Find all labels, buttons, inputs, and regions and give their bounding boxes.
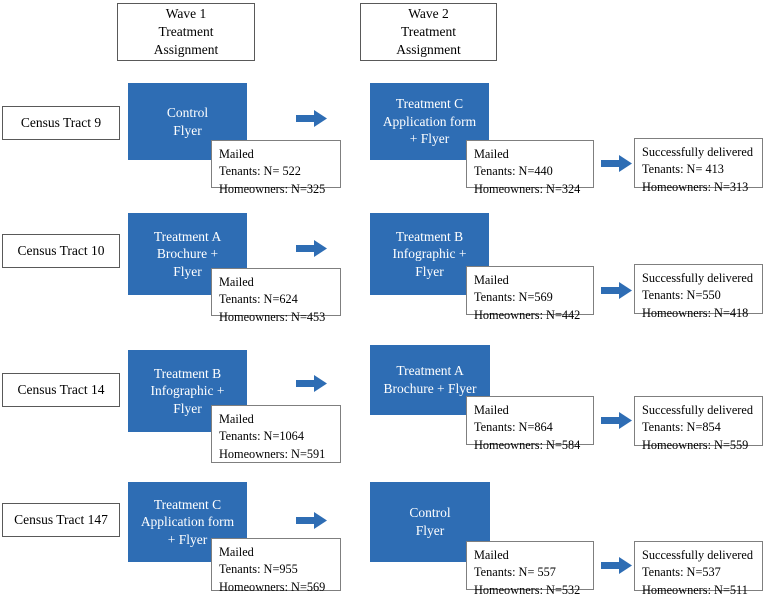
wave2-mailed-box-row-2: Mailed Tenants: N=569 Homeowners: N=442 bbox=[466, 266, 594, 322]
wave1-treatment-line-2-row-4: Application form bbox=[140, 514, 235, 530]
delivered-box-row-2: Successfully delivered Tenants: N=550 Ho… bbox=[634, 264, 763, 320]
wave1-mailed-title-row-4: Mailed bbox=[219, 545, 254, 559]
delivered-homeowners-row-1: Homeowners: N=313 bbox=[642, 179, 749, 194]
wave1-mailed-tenants-row-1: Tenants: N= 522 bbox=[219, 164, 301, 179]
arrow-wave1-to-wave2-row-3 bbox=[296, 375, 327, 392]
delivered-box-row-4: Successfully delivered Tenants: N=537 Ho… bbox=[634, 541, 763, 595]
wave1-mailed-homeowners-row-1: Homeowners: N=325 bbox=[219, 181, 326, 196]
wave1-treatment-line-2-row-1: Flyer bbox=[173, 122, 202, 138]
wave2-treatment-line-2-row-4: Flyer bbox=[415, 523, 445, 538]
wave1-mailed-homeowners-row-4: Homeowners: N=569 bbox=[219, 579, 326, 594]
wave2-mailed-tenants-row-4: Tenants: N= 557 bbox=[474, 565, 556, 580]
wave2-header-line-3: Assignment bbox=[396, 41, 461, 57]
arrow-mailed-to-delivered-row-2 bbox=[601, 282, 632, 299]
wave2-mailed-homeowners-row-2: Homeowners: N=442 bbox=[474, 307, 581, 322]
wave1-treatment-line-3-row-3: Flyer bbox=[173, 400, 202, 416]
wave1-mailed-tenants-row-4: Tenants: N=955 bbox=[219, 562, 298, 577]
wave2-mailed-homeowners-row-3: Homeowners: N=584 bbox=[474, 437, 581, 452]
wave2-mailed-box-row-1: Mailed Tenants: N=440 Homeowners: N=324 bbox=[466, 140, 594, 196]
wave2-mailed-title-row-4: Mailed bbox=[474, 548, 509, 562]
wave1-header-line-3: Assignment bbox=[153, 41, 219, 57]
wave1-treatment-box-row-2: Treatment A Brochure + Flyer bbox=[128, 213, 247, 295]
wave1-mailed-box-row-1: Mailed Tenants: N= 522 Homeowners: N=325 bbox=[211, 140, 341, 196]
wave1-mailed-box-row-3: Mailed Tenants: N=1064 Homeowners: N=591 bbox=[211, 405, 341, 463]
delivered-homeowners-row-4: Homeowners: N=511 bbox=[642, 582, 748, 595]
delivered-tenants-row-2: Tenants: N=550 bbox=[642, 288, 721, 303]
delivered-tenants-row-1: Tenants: N= 413 bbox=[642, 162, 724, 177]
wave1-treatment-line-1-row-1: Control bbox=[166, 104, 209, 120]
arrow-wave1-to-wave2-row-4 bbox=[296, 512, 327, 529]
wave2-mailed-box-row-3: Mailed Tenants: N=864 Homeowners: N=584 bbox=[466, 396, 594, 452]
arrow-wave1-to-wave2-row-1 bbox=[296, 110, 327, 127]
tract-label-row-4: Census Tract 147 bbox=[14, 512, 108, 527]
arrow-mailed-to-delivered-row-4 bbox=[601, 557, 632, 574]
wave2-header-line-2: Treatment bbox=[401, 24, 456, 40]
wave2-mailed-title-row-3: Mailed bbox=[474, 403, 509, 417]
wave1-treatment-line-2-row-2: Brochure + bbox=[156, 246, 219, 262]
tract-box-row-3: Census Tract 14 bbox=[2, 373, 120, 407]
wave1-treatment-line-2-row-3: Infographic + bbox=[150, 383, 225, 399]
wave2-mailed-homeowners-row-1: Homeowners: N=324 bbox=[474, 181, 581, 196]
wave1-treatment-line-1-row-2: Treatment A bbox=[153, 228, 222, 244]
delivered-title-row-3: Successfully delivered bbox=[642, 403, 753, 417]
wave2-header-line-1: Wave 2 bbox=[408, 6, 449, 22]
tract-label-row-1: Census Tract 9 bbox=[20, 115, 102, 130]
tract-box-row-2: Census Tract 10 bbox=[2, 234, 120, 268]
wave2-mailed-tenants-row-3: Tenants: N=864 bbox=[474, 420, 553, 435]
wave1-mailed-title-row-2: Mailed bbox=[219, 275, 254, 289]
delivered-title-row-1: Successfully delivered bbox=[642, 145, 753, 159]
wave2-treatment-line-2-row-1: Application form bbox=[382, 113, 477, 129]
arrow-mailed-to-delivered-row-3 bbox=[601, 412, 632, 429]
wave1-mailed-tenants-row-3: Tenants: N=1064 bbox=[219, 429, 304, 444]
wave2-mailed-title-row-1: Mailed bbox=[474, 147, 509, 161]
delivered-title-row-4: Successfully delivered bbox=[642, 548, 753, 562]
wave1-mailed-homeowners-row-2: Homeowners: N=453 bbox=[219, 309, 326, 324]
wave1-treatment-line-1-row-3: Treatment B bbox=[153, 365, 222, 381]
wave1-mailed-title-row-1: Mailed bbox=[219, 147, 254, 161]
wave1-treatment-line-3-row-2: Flyer bbox=[173, 263, 202, 279]
wave2-treatment-line-1-row-2: Treatment B bbox=[395, 228, 464, 244]
wave2-treatment-line-1-row-3: Treatment A bbox=[396, 363, 464, 379]
wave1-mailed-tenants-row-2: Tenants: N=624 bbox=[219, 292, 298, 307]
wave1-mailed-box-row-2: Mailed Tenants: N=624 Homeowners: N=453 bbox=[211, 268, 341, 324]
tract-box-row-1: Census Tract 9 bbox=[2, 106, 120, 140]
wave2-mailed-title-row-2: Mailed bbox=[474, 273, 509, 287]
delivered-homeowners-row-2: Homeowners: N=418 bbox=[642, 305, 749, 320]
wave2-mailed-tenants-row-2: Tenants: N=569 bbox=[474, 290, 553, 305]
delivered-homeowners-row-3: Homeowners: N=559 bbox=[642, 437, 749, 452]
wave2-mailed-homeowners-row-4: Homeowners: N=532 bbox=[474, 582, 581, 595]
wave1-mailed-homeowners-row-3: Homeowners: N=591 bbox=[219, 446, 326, 461]
arrow-wave1-to-wave2-row-2 bbox=[296, 240, 327, 257]
delivered-title-row-2: Successfully delivered bbox=[642, 271, 753, 285]
wave2-treatment-line-2-row-2: Infographic + bbox=[392, 246, 467, 262]
tract-label-row-2: Census Tract 10 bbox=[17, 243, 105, 258]
wave2-treatment-line-1-row-1: Treatment C bbox=[395, 96, 464, 112]
wave2-treatment-line-2-row-3: Brochure + Flyer bbox=[383, 381, 477, 396]
delivered-tenants-row-4: Tenants: N=537 bbox=[642, 565, 721, 580]
delivered-tenants-row-3: Tenants: N=854 bbox=[642, 420, 721, 435]
wave1-mailed-title-row-3: Mailed bbox=[219, 412, 254, 426]
wave2-treatment-line-3-row-1: + Flyer bbox=[409, 131, 450, 147]
wave1-treatment-box-row-1: Control Flyer bbox=[128, 83, 247, 160]
column-header-wave2: Wave 2 Treatment Assignment bbox=[360, 3, 497, 61]
column-header-wave1: Wave 1 Treatment Assignment bbox=[117, 3, 255, 61]
wave2-treatment-line-3-row-2: Flyer bbox=[415, 263, 444, 279]
wave2-mailed-tenants-row-1: Tenants: N=440 bbox=[474, 164, 553, 179]
wave1-header-line-1: Wave 1 bbox=[165, 6, 207, 22]
wave1-treatment-line-3-row-4: + Flyer bbox=[167, 531, 208, 547]
delivered-box-row-1: Successfully delivered Tenants: N= 413 H… bbox=[634, 138, 763, 194]
tract-box-row-4: Census Tract 147 bbox=[2, 503, 120, 537]
tract-label-row-3: Census Tract 14 bbox=[17, 382, 105, 397]
arrow-mailed-to-delivered-row-1 bbox=[601, 155, 632, 172]
wave2-treatment-line-1-row-4: Control bbox=[409, 505, 451, 521]
wave1-treatment-line-1-row-4: Treatment C bbox=[153, 496, 222, 512]
wave2-mailed-box-row-4: Mailed Tenants: N= 557 Homeowners: N=532 bbox=[466, 541, 594, 595]
wave1-mailed-box-row-4: Mailed Tenants: N=955 Homeowners: N=569 bbox=[211, 538, 341, 594]
wave1-header-line-2: Treatment bbox=[158, 24, 214, 40]
delivered-box-row-3: Successfully delivered Tenants: N=854 Ho… bbox=[634, 396, 763, 452]
